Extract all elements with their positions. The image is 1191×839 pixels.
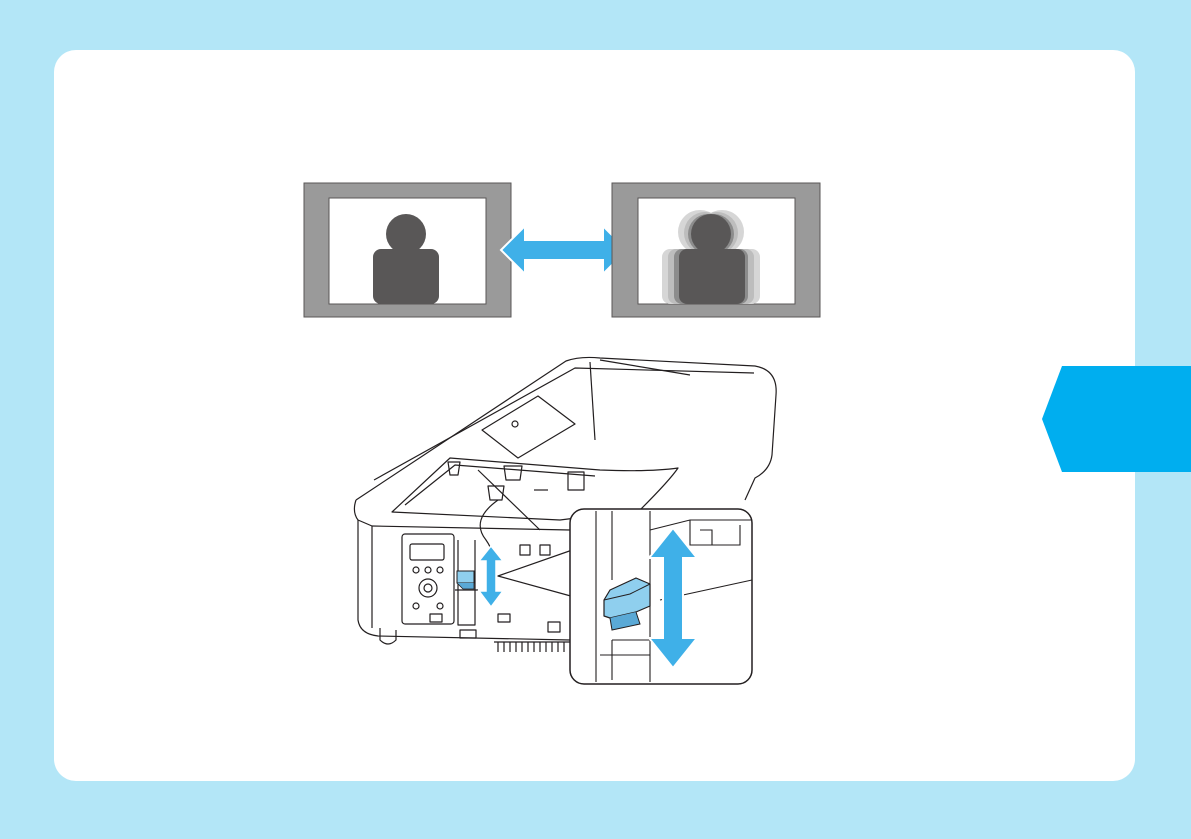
focus-lever bbox=[457, 571, 474, 583]
lever-detail-callout bbox=[570, 509, 752, 684]
lever-shadow bbox=[457, 583, 474, 589]
callout-pointer bbox=[498, 548, 578, 598]
